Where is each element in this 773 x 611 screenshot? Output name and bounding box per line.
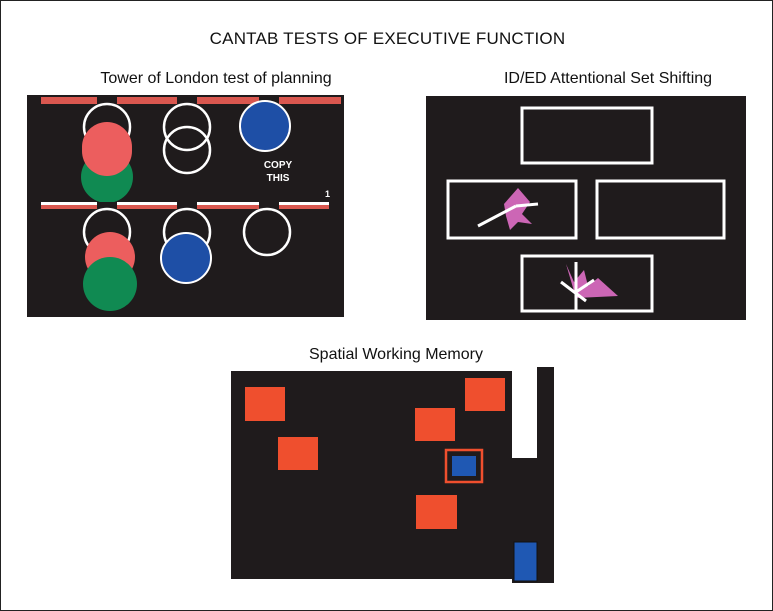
goal-peg-bar xyxy=(41,95,341,109)
id-ed-label: ID/ED Attentional Set Shifting xyxy=(503,70,713,87)
goal-peg-2-lower xyxy=(162,125,212,175)
copy-text-line2: THIS xyxy=(266,173,290,184)
swm-box-2 xyxy=(278,437,318,470)
id-ed-box-left xyxy=(446,179,578,240)
id-ed-box-bottom xyxy=(520,254,654,313)
move-count: 1 xyxy=(325,189,331,199)
swm-graphic xyxy=(245,378,505,529)
copy-text-line1: COPY xyxy=(263,160,293,171)
swm-box-4 xyxy=(415,408,455,441)
tower-of-london-graphic xyxy=(41,95,341,311)
work-blue-ball xyxy=(160,232,212,284)
swm-blue-token xyxy=(452,456,476,476)
goal-peg-2-upper xyxy=(162,102,212,152)
tower-of-london-panel: COPY THIS 1 xyxy=(27,95,344,317)
swm-found-token-stack xyxy=(513,541,538,582)
swm-token-column xyxy=(512,458,554,583)
id-ed-panel xyxy=(426,96,746,320)
swm-panel xyxy=(231,371,512,579)
id-ed-box-top xyxy=(520,106,654,165)
swm-box-3 xyxy=(465,378,505,411)
swm-box-5 xyxy=(416,495,457,529)
id-ed-box-right xyxy=(595,179,726,240)
id-ed-graphic xyxy=(446,106,726,313)
swm-token-column-graphic xyxy=(513,541,538,582)
goal-red-ball-front xyxy=(82,126,132,176)
id-ed-stimulus-bottom xyxy=(560,262,618,310)
tower-of-london-label: Tower of London test of planning xyxy=(100,70,332,87)
figure-title: CANTAB TESTS OF EXECUTIVE FUNCTION xyxy=(209,29,566,48)
swm-box-selected xyxy=(444,448,484,484)
id-ed-stimulus-left xyxy=(477,188,539,230)
work-peg-3 xyxy=(242,207,292,257)
spatial-working-memory-label: Spatial Working Memory xyxy=(309,346,483,363)
swm-box-1 xyxy=(245,387,285,421)
work-green-ball xyxy=(83,257,137,311)
copy-this-text: COPY THIS xyxy=(248,159,308,185)
goal-blue-ball xyxy=(239,100,291,152)
